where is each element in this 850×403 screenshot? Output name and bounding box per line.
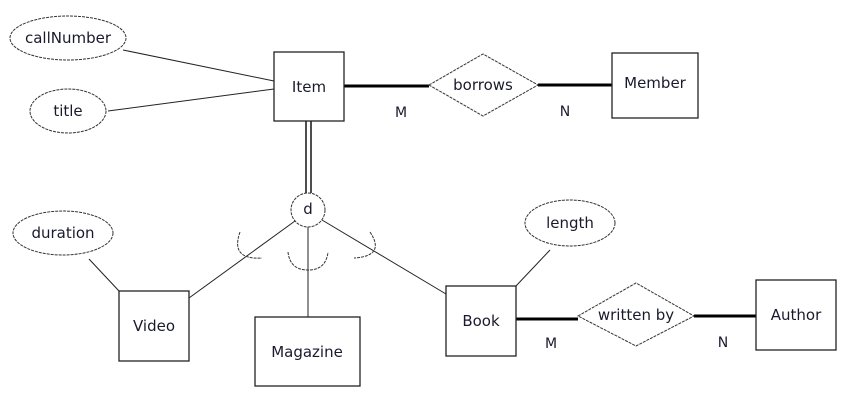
connector-duration-video	[88, 258, 120, 292]
entity-video-label: Video	[133, 317, 175, 335]
entity-author-label: Author	[771, 306, 822, 324]
entity-item[interactable]: Item	[273, 51, 345, 122]
relationship-written-by[interactable]: written by	[576, 282, 696, 347]
disjoint-specialization-circle[interactable]: d	[290, 192, 326, 228]
attribute-callnumber[interactable]: callNumber	[9, 15, 127, 61]
connector-callnumber-item	[122, 49, 275, 82]
entity-member[interactable]: Member	[611, 52, 699, 119]
cardinality-borrows-member: N	[560, 104, 570, 120]
attribute-title-label: title	[53, 102, 82, 120]
relationship-borrows-label: borrows	[453, 76, 513, 94]
subset-arc-magazine	[287, 251, 329, 271]
attribute-title[interactable]: title	[29, 88, 107, 134]
attribute-callnumber-label: callNumber	[25, 29, 112, 47]
entity-item-label: Item	[292, 78, 326, 96]
cardinality-borrows-item: M	[395, 105, 407, 121]
entity-magazine-label: Magazine	[271, 343, 343, 361]
disjoint-symbol: d	[303, 200, 313, 218]
cardinality-writtenby-book: M	[545, 336, 557, 352]
relationship-written-by-label: written by	[598, 306, 674, 324]
attribute-length[interactable]: length	[524, 199, 616, 247]
connector-length-book	[515, 249, 551, 287]
connector-d-book	[321, 219, 447, 295]
entity-book-label: Book	[462, 312, 500, 330]
entity-book[interactable]: Book	[445, 285, 517, 357]
subset-arc-book	[353, 231, 376, 259]
subset-arc-video	[237, 231, 263, 259]
connector-title-item	[107, 88, 275, 112]
attribute-length-label: length	[546, 214, 594, 232]
relationship-borrows[interactable]: borrows	[427, 53, 540, 117]
attribute-duration-label: duration	[31, 224, 94, 242]
entity-magazine[interactable]: Magazine	[254, 316, 361, 387]
connector-d-video	[188, 220, 296, 299]
entity-video[interactable]: Video	[118, 290, 190, 362]
entity-member-label: Member	[624, 74, 687, 92]
entity-author[interactable]: Author	[755, 279, 837, 351]
cardinality-writtenby-author: N	[718, 335, 728, 351]
attribute-duration[interactable]: duration	[12, 210, 114, 256]
